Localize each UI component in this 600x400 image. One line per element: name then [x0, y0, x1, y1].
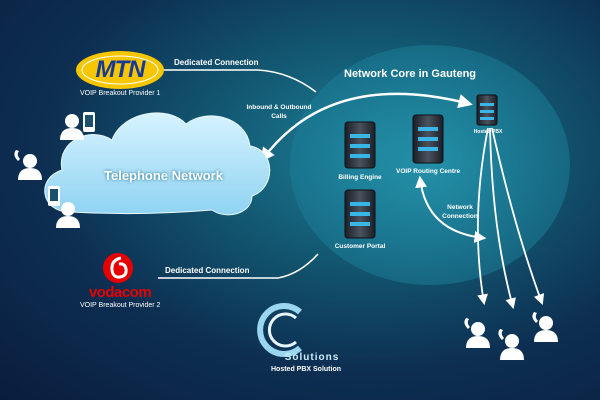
user-icon-right-1 [466, 322, 490, 348]
billing-engine-server [344, 121, 376, 169]
brand-tagline: Hosted PBX Solution [271, 366, 341, 373]
brand-logo-text: Solutions [284, 352, 340, 363]
network-core-title: Network Core in Gauteng [344, 68, 477, 80]
inbound-outbound-label-line-1: Inbound & Outbound [246, 104, 312, 111]
mtn-logo [76, 51, 164, 89]
dedicated-connection-line-bottom [158, 253, 319, 279]
network-connection-label-line-2: Connection [442, 213, 478, 220]
dedicated-connection-line-top [162, 69, 317, 93]
network-connection-arrow [415, 175, 487, 243]
dedicated-connection-label-bottom: Dedicated Connection [165, 266, 250, 275]
phone-handset-icon-right-2 [498, 329, 504, 340]
pbx-arrow-3 [491, 127, 545, 306]
dedicated-connection-label-top: Dedicated Connection [174, 58, 259, 67]
mtn-provider-caption: VOIP Breakout Provider 1 [80, 90, 161, 97]
phone-handset-icon-mid [14, 150, 20, 161]
phone-handset-icon-right-1 [464, 318, 470, 329]
vodacom-provider-caption: VOIP Breakout Provider 2 [80, 302, 161, 309]
pbx-fanout-arrows [476, 127, 545, 310]
pbx-arrow-1 [476, 127, 489, 306]
routing-centre-server [412, 114, 444, 164]
inbound-outbound-arrow [260, 92, 473, 163]
vodacom-logo-text: vodacom [88, 284, 152, 301]
telephone-network-label: Telephone Network [104, 168, 223, 183]
mobile-phone-icon-top [83, 112, 95, 132]
mobile-phone-icon-bottom [48, 186, 60, 206]
vodacom-logo [103, 253, 133, 283]
user-icon-top [60, 114, 84, 140]
inbound-outbound-label-line-2: Calls [271, 113, 287, 120]
routing-centre-label: VOIP Routing Centre [396, 168, 461, 175]
phone-handset-icon-right-3 [532, 312, 538, 323]
hosted-pbx-server [476, 94, 498, 126]
billing-engine-label: Billing Engine [338, 174, 382, 181]
telephone-network-cloud [44, 112, 271, 216]
network-connection-label-line-1: Network [447, 204, 473, 211]
mtn-logo-text: MTN [95, 56, 146, 83]
hosted-pbx-label: Hosted PBX [473, 129, 503, 135]
customer-portal-label: Customer Portal [334, 243, 386, 250]
pbx-arrow-2 [489, 127, 516, 310]
qc-solutions-logo [257, 303, 302, 357]
user-icon-right-3 [534, 316, 558, 342]
customer-portal-server [344, 189, 376, 239]
user-icon-mid [18, 154, 42, 180]
